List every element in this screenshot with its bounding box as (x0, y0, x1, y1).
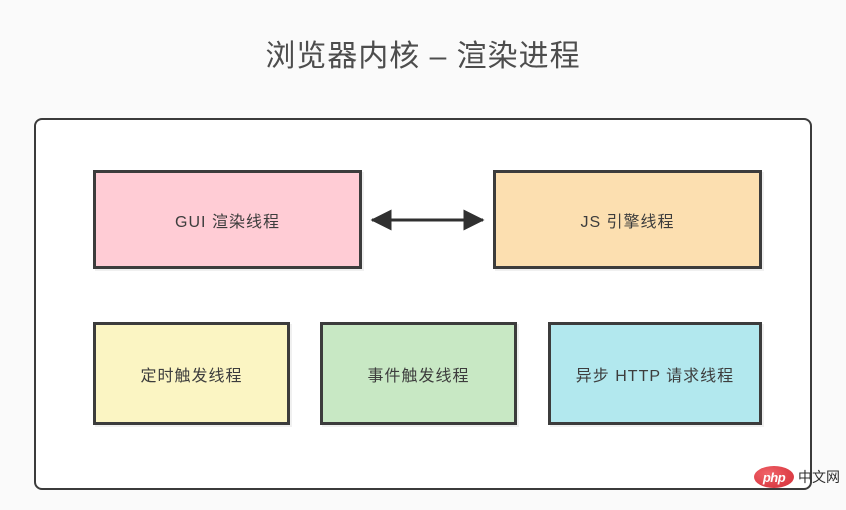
thread-label-gui: GUI 渲染线程 (175, 213, 280, 231)
thread-box-event[interactable]: 事件触发线程 (320, 322, 517, 425)
thread-box-http[interactable]: 异步 HTTP 请求线程 (548, 322, 762, 425)
thread-label-event: 事件触发线程 (367, 367, 470, 385)
thread-label-http: 异步 HTTP 请求线程 (575, 367, 735, 385)
page-title: 浏览器内核 – 渲染进程 (265, 40, 581, 73)
thread-label-timer: 定时触发线程 (140, 367, 243, 385)
php-logo-icon: php (754, 466, 794, 488)
watermark: php 中文网 (754, 463, 840, 491)
php-logo-text: php (762, 469, 786, 485)
thread-box-js[interactable]: JS 引擎线程 (493, 170, 762, 269)
thread-label-js: JS 引擎线程 (580, 213, 675, 231)
thread-box-gui[interactable]: GUI 渲染线程 (93, 170, 362, 269)
thread-box-timer[interactable]: 定时触发线程 (93, 322, 290, 425)
watermark-text: 中文网 (798, 469, 840, 485)
